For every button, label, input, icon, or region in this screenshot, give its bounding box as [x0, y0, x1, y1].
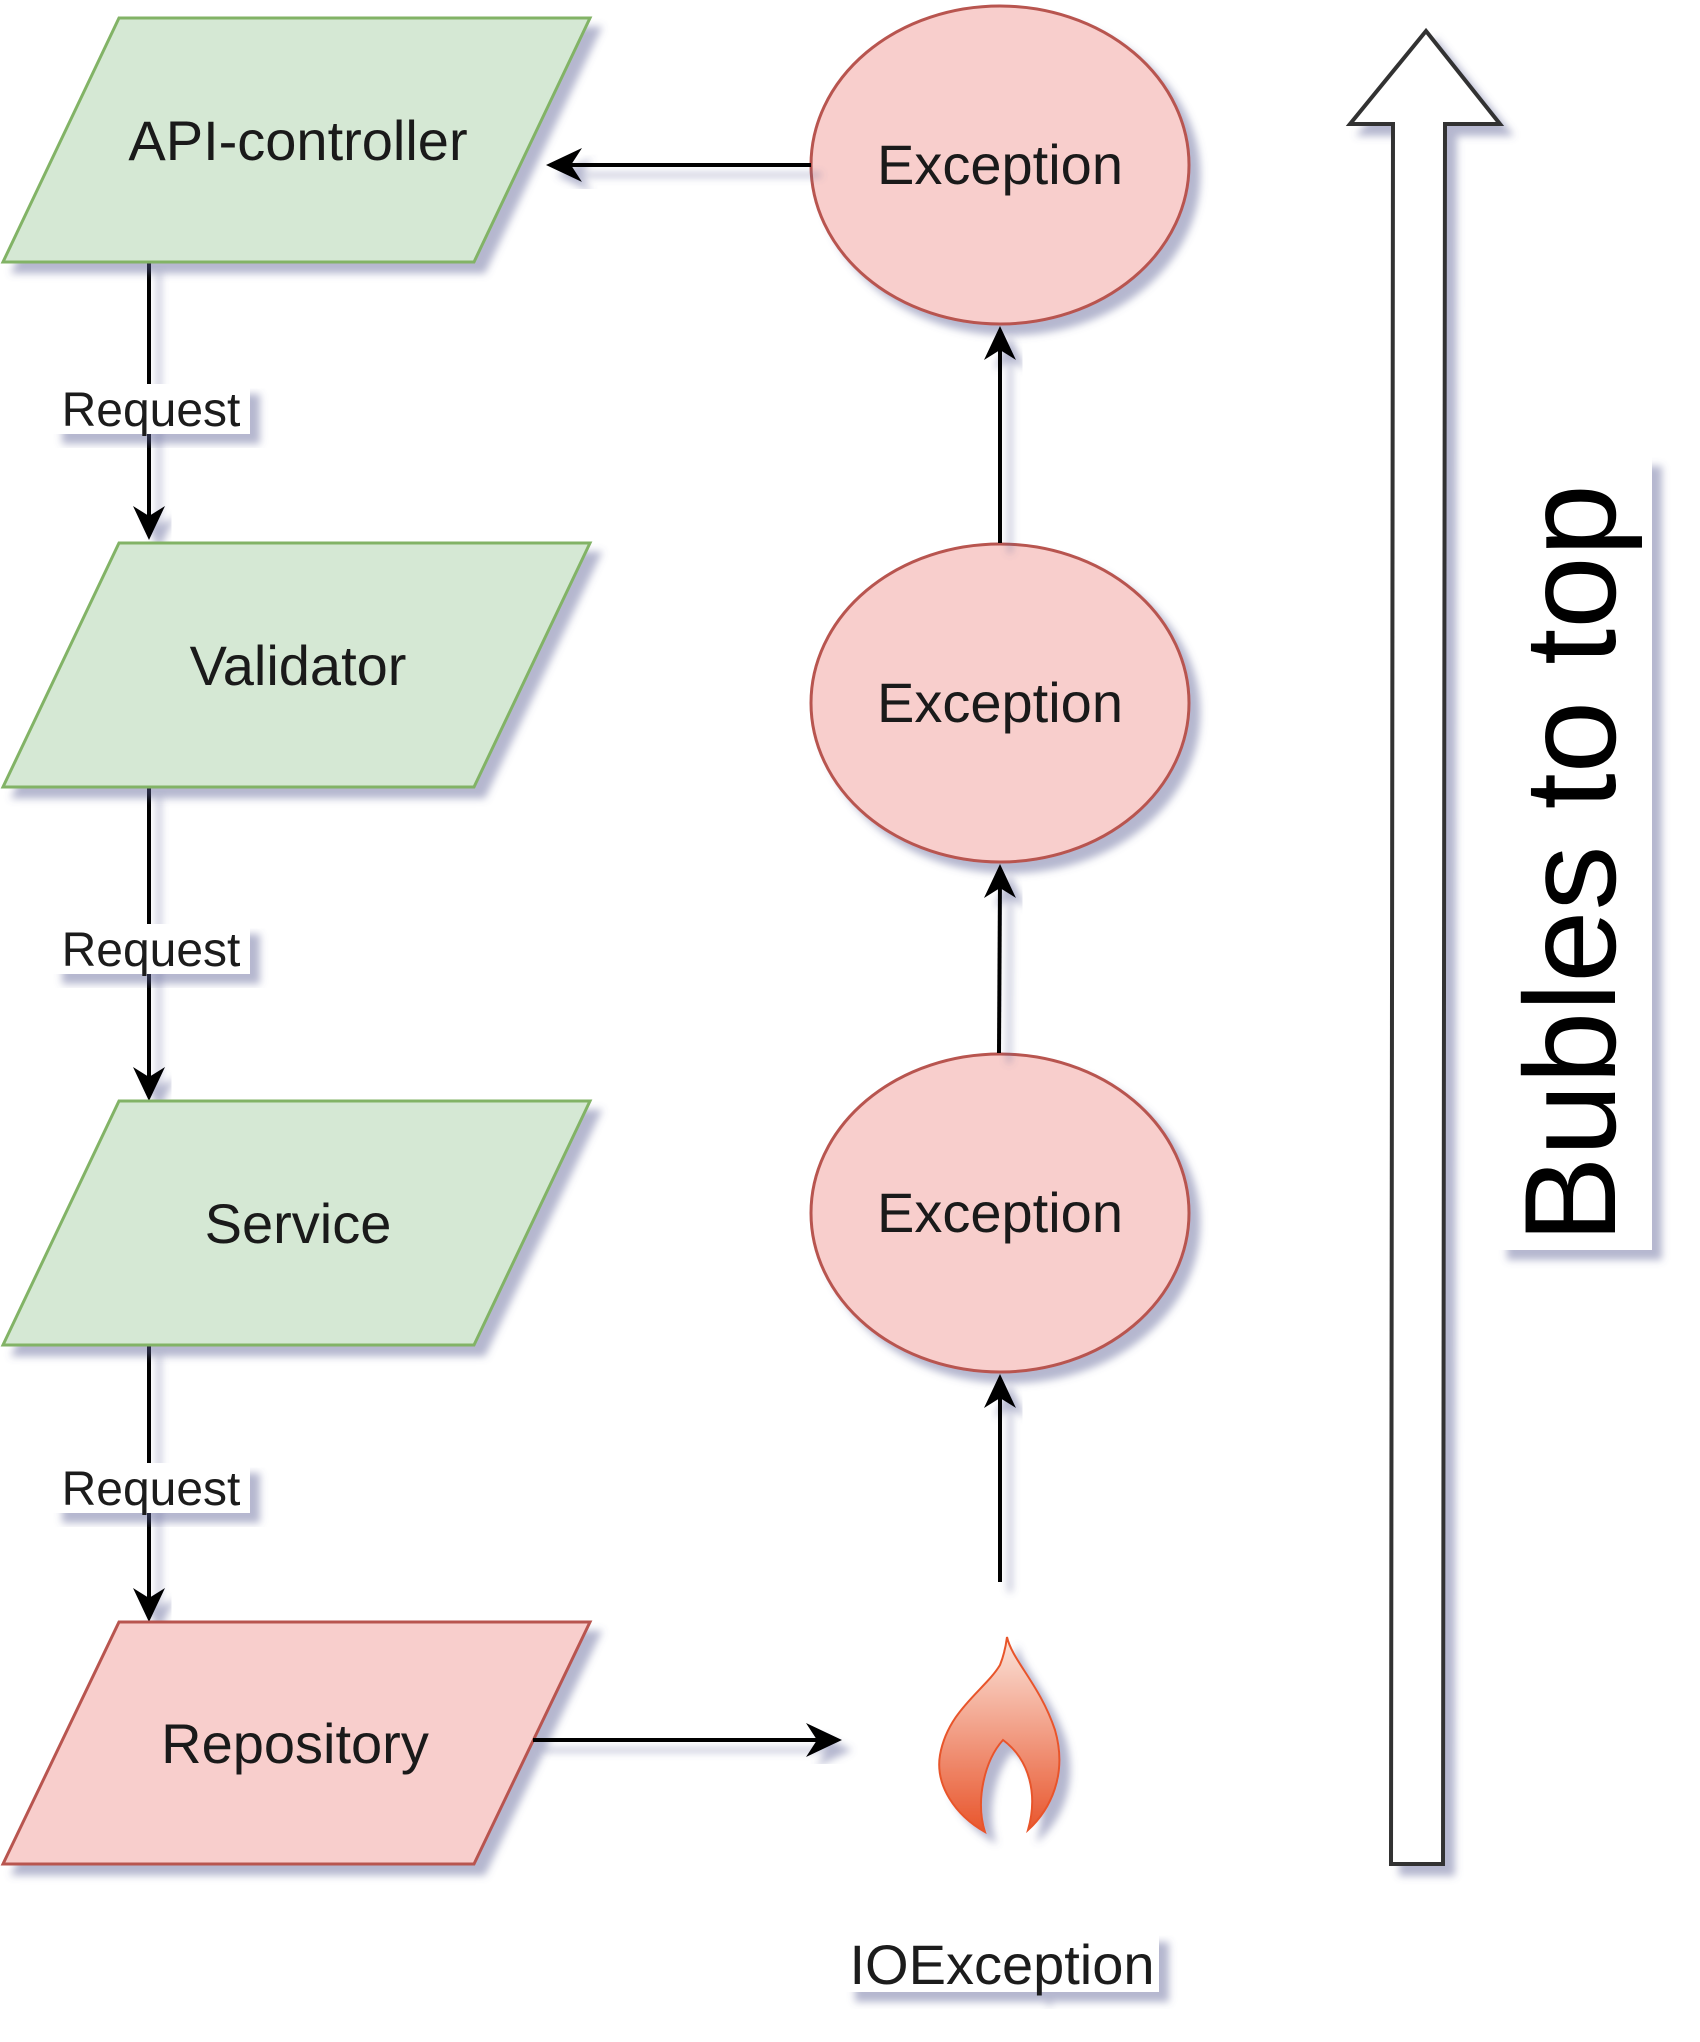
node-api-controller[interactable]: API-controller: [0, 16, 593, 264]
exception-to-api-edge[interactable]: [546, 148, 811, 182]
exception-node[interactable]: Exception: [809, 4, 1191, 326]
request-label-text: Request: [62, 1463, 241, 1516]
request-edge-label: Request: [52, 1463, 250, 1516]
request-label-text: Request: [62, 384, 241, 437]
bubble-edge[interactable]: [984, 864, 1016, 1054]
exception-label: Exception: [877, 1181, 1123, 1244]
request-edge-label: Request: [52, 924, 250, 977]
bubbles-to-top-arrow: [1345, 27, 1505, 1866]
node-label: Repository: [161, 1712, 429, 1775]
node-label: Service: [205, 1192, 392, 1255]
flame-icon: [938, 1636, 1061, 1835]
node-repository[interactable]: Repository: [0, 1620, 593, 1866]
exception-label: Exception: [877, 133, 1123, 196]
bubbles-to-top-text: Bubles to top: [1497, 484, 1643, 1243]
bubbles-to-top-label: Bubles to top: [1497, 456, 1652, 1250]
request-label-text: Request: [62, 924, 241, 977]
ioexception-label: IOException: [845, 1932, 1159, 1996]
node-service[interactable]: Service: [0, 1099, 593, 1347]
node-label: API-controller: [128, 109, 467, 172]
exception-node[interactable]: Exception: [809, 1052, 1191, 1374]
bubble-edge[interactable]: [984, 1374, 1016, 1582]
node-label: Validator: [190, 634, 407, 697]
request-edge-label: Request: [52, 384, 250, 437]
repository-to-error-edge[interactable]: [533, 1723, 842, 1757]
exception-node[interactable]: Exception: [809, 542, 1191, 864]
node-validator[interactable]: Validator: [0, 541, 593, 789]
ioexception-text: IOException: [849, 1933, 1154, 1996]
exception-label: Exception: [877, 671, 1123, 734]
bubble-edge[interactable]: [984, 326, 1016, 543]
